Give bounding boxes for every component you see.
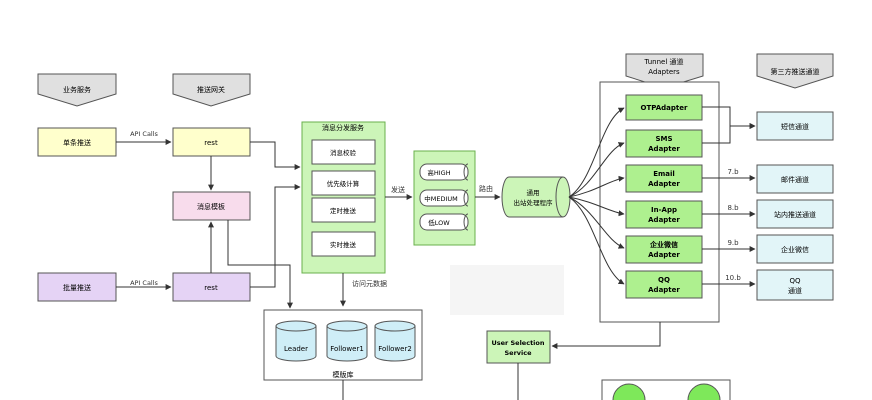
batch-push-label: 批量推送 <box>63 283 91 292</box>
dispatch-item-box <box>311 197 376 223</box>
priority-queues: 高HIGH 中MEDIUM 低LOW <box>413 150 476 246</box>
bottom-node-circle <box>612 383 646 400</box>
channel-email: 邮件通道 <box>756 164 834 194</box>
dispatch-item: 消息校验 <box>330 148 357 157</box>
dispatch-item: 实时推送 <box>330 240 357 249</box>
arrow-rest2-to-dispatch <box>250 184 301 288</box>
channel-wecom: 企业微信 <box>756 234 834 264</box>
adapter-sms-line2: Adapter <box>648 145 680 153</box>
header-tunnel-line1: Tunnel 通道 <box>644 57 684 66</box>
outbound-fanout <box>568 107 625 285</box>
rest-bottom-label: rest <box>204 284 218 292</box>
adapter-email: Email Adapter <box>625 164 703 193</box>
adapter-inapp-line2: Adapter <box>648 216 680 224</box>
db-leader-label: Leader <box>284 345 308 353</box>
dispatch-service: 消息分发服务 消息校验 优先级计算 定时推送 实时推送 <box>301 121 386 274</box>
dispatch-title: 消息分发服务 <box>322 123 364 132</box>
adapter-inapp: In-App Adapter <box>625 200 703 229</box>
dispatch-item-box <box>311 170 376 196</box>
channel-inapp: 站内推送通道 <box>756 199 834 229</box>
queue-medium: 中MEDIUM <box>419 189 469 207</box>
channel-inapp-label: 站内推送通道 <box>774 210 816 219</box>
adapter-email-line2: Adapter <box>648 180 680 188</box>
header-business: 业务服务 <box>37 73 117 107</box>
template-box: 消息模板 <box>172 191 251 221</box>
arrow-rest-to-dispatch <box>250 141 301 170</box>
outbound-line1: 通用 <box>527 188 540 197</box>
queue-high: 高HIGH <box>419 163 469 181</box>
api-calls-top-label: API Calls <box>130 130 158 138</box>
db-follower1-label: Follower1 <box>330 345 364 353</box>
channel-email-label: 邮件通道 <box>781 175 809 184</box>
header-gateway-label: 推送网关 <box>197 85 225 94</box>
adapter-inapp-line1: In-App <box>651 206 677 214</box>
channel-sms: 短信通道 <box>756 111 834 141</box>
rest-top-box: rest <box>172 127 251 157</box>
route-label: 路由 <box>479 184 493 193</box>
dispatch-item: 优先级计算 <box>327 179 360 188</box>
step-label-email: 7.b <box>727 168 739 176</box>
header-third-party-label: 第三方推送通道 <box>771 67 820 76</box>
user-selection-service: User Selection Service <box>486 330 551 364</box>
bottom-node-circle <box>687 383 721 400</box>
dispatch-item-box <box>311 231 376 257</box>
adapter-sms-line1: SMS <box>655 135 672 143</box>
adapter-qq: QQ Adapter <box>625 270 703 299</box>
adapter-sms: SMS Adapter <box>625 129 703 158</box>
adapter-otp-label: OTPAdapter <box>641 104 688 112</box>
rest-bottom-box: rest <box>172 272 251 302</box>
bottom-cutoff-box <box>601 379 731 400</box>
adapter-wecom-line2: Adapter <box>648 251 680 259</box>
dispatch-item-box <box>311 139 376 165</box>
channel-qq-line1: QQ <box>789 277 801 285</box>
channel-wecom-label: 企业微信 <box>781 245 809 254</box>
db-title: 模版库 <box>333 370 354 379</box>
step-label-wecom: 9.b <box>727 239 739 247</box>
arrow-adapters-to-user-selection <box>551 322 661 349</box>
template-label: 消息模板 <box>197 202 225 211</box>
template-db: Leader Follower1 Follower2 模版库 <box>263 309 423 381</box>
adapter-otp: OTPAdapter <box>625 94 703 121</box>
single-push-label: 单条推送 <box>63 138 91 147</box>
channel-sms-label: 短信通道 <box>781 122 809 131</box>
header-gateway: 推送网关 <box>172 73 251 107</box>
arrow-template-to-db <box>227 220 293 309</box>
step-label-inapp: 8.b <box>727 204 739 212</box>
single-push-box: 单条推送 <box>37 127 117 157</box>
queue-medium-label: 中MEDIUM <box>424 194 458 203</box>
access-metadata-label: 访问元数据 <box>352 279 387 288</box>
batch-push-box: 批量推送 <box>37 272 117 302</box>
channel-qq-line2: 通道 <box>788 286 802 295</box>
db-leader: Leader <box>275 320 317 362</box>
adapter-wecom: 企业微信 Adapter <box>625 235 703 264</box>
adapter-qq-line2: Adapter <box>648 286 680 294</box>
send-label: 发送 <box>391 185 405 194</box>
db-follower2-label: Follower2 <box>378 345 412 353</box>
header-tunnel-line2: Adapters <box>648 68 680 76</box>
faint-overlay <box>450 265 564 315</box>
rest-top-label: rest <box>204 139 218 147</box>
adapter-qq-line1: QQ <box>658 276 670 284</box>
outbound-handler: 通用 出站处理程序 <box>501 176 571 218</box>
adapter-wecom-line1: 企业微信 <box>649 240 678 249</box>
outbound-line2: 出站处理程序 <box>514 198 554 207</box>
user-selection-line1: User Selection <box>491 339 544 347</box>
user-selection-line2: Service <box>504 349 532 357</box>
api-calls-bottom-label: API Calls <box>130 279 158 287</box>
db-follower1: Follower1 <box>326 320 368 362</box>
arrow-sms-to-sms-channel <box>702 123 756 144</box>
adapter-email-line1: Email <box>653 170 675 178</box>
queue-low: 低LOW <box>419 213 469 231</box>
step-label-qq: 10.b <box>725 274 741 282</box>
queue-high-label: 高HIGH <box>427 168 450 177</box>
queue-low-label: 低LOW <box>428 218 450 227</box>
channel-qq: QQ 通道 <box>756 269 834 301</box>
header-business-label: 业务服务 <box>63 85 91 94</box>
dispatch-item: 定时推送 <box>330 206 357 215</box>
db-follower2: Follower2 <box>374 320 416 362</box>
header-third-party: 第三方推送通道 <box>756 53 834 89</box>
